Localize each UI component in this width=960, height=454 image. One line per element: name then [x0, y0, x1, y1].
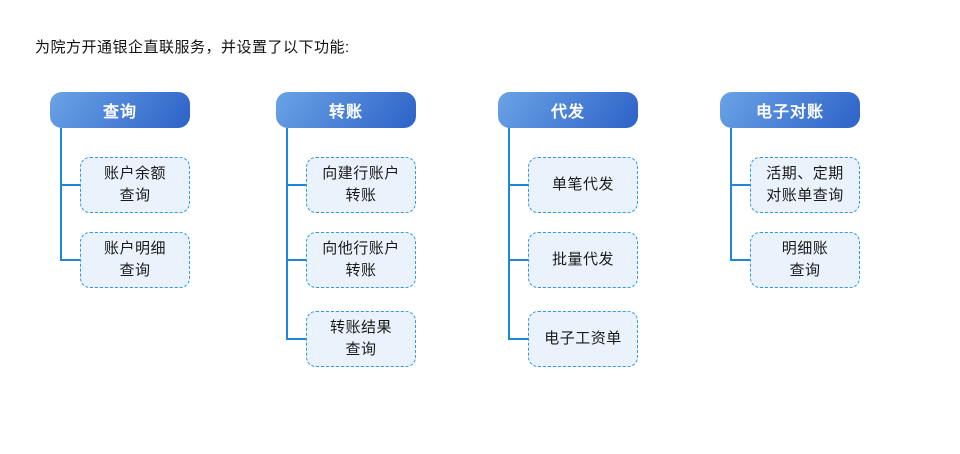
branch-transfer: 转账 向建行账户 转账 向他行账户 转账 转账结果 查询 — [276, 92, 416, 392]
leaf-node: 明细账 查询 — [750, 232, 860, 288]
connector-line — [60, 128, 62, 260]
leaf-node: 转账结果 查询 — [306, 311, 416, 367]
leaf-node: 向他行账户 转账 — [306, 232, 416, 288]
connector-line — [730, 184, 750, 186]
connector-line — [730, 128, 732, 260]
branch-e-reconciliation: 电子对账 活期、定期 对账单查询 明细账 查询 — [720, 92, 860, 392]
leaf-node: 单笔代发 — [528, 157, 638, 213]
leaf-label: 批量代发 — [551, 251, 614, 269]
branch-header: 代发 — [498, 92, 638, 128]
connector-line — [730, 259, 750, 261]
leaf-node: 电子工资单 — [528, 311, 638, 367]
leaf-label: 转账结果 查询 — [329, 319, 392, 358]
branch-agency-payment: 代发 单笔代发 批量代发 电子工资单 — [498, 92, 638, 392]
page-title: 为院方开通银企直联服务，并设置了以下功能: — [35, 39, 350, 56]
connector-line — [286, 184, 306, 186]
leaf-label: 账户明细 查询 — [103, 240, 166, 279]
leaf-node: 账户余额 查询 — [80, 157, 190, 213]
branch-header: 查询 — [50, 92, 190, 128]
leaf-label: 向他行账户 转账 — [322, 240, 400, 279]
connector-line — [286, 128, 288, 339]
connector-line — [508, 338, 528, 340]
leaf-label: 向建行账户 转账 — [322, 165, 400, 204]
leaf-node: 批量代发 — [528, 232, 638, 288]
branch-header: 转账 — [276, 92, 416, 128]
connector-line — [60, 259, 80, 261]
branch-header: 电子对账 — [720, 92, 860, 128]
connector-line — [60, 184, 80, 186]
leaf-node: 向建行账户 转账 — [306, 157, 416, 213]
connector-line — [286, 338, 306, 340]
leaf-node: 活期、定期 对账单查询 — [750, 157, 860, 213]
connector-line — [508, 128, 510, 339]
branch-query: 查询 账户余额 查询 账户明细 查询 — [50, 92, 190, 392]
leaf-label: 单笔代发 — [551, 176, 614, 194]
leaf-label: 电子工资单 — [544, 330, 622, 348]
leaf-label: 明细账 查询 — [781, 240, 829, 279]
leaf-node: 账户明细 查询 — [80, 232, 190, 288]
leaf-label: 活期、定期 对账单查询 — [766, 165, 844, 204]
leaf-label: 账户余额 查询 — [103, 165, 166, 204]
connector-line — [508, 259, 528, 261]
connector-line — [286, 259, 306, 261]
connector-line — [508, 184, 528, 186]
